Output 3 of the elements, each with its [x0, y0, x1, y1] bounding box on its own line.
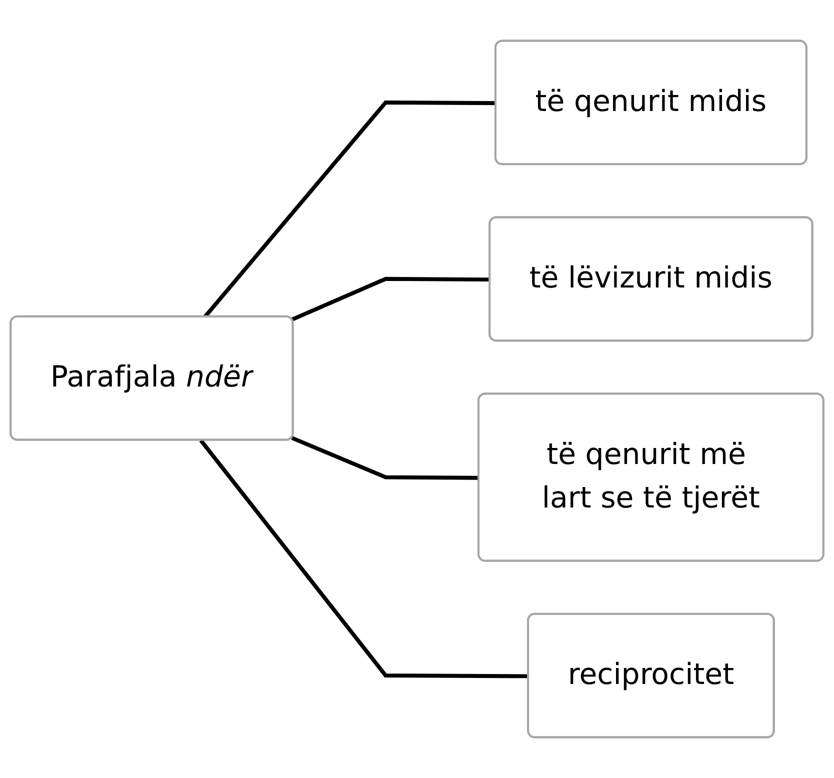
connector: [199, 439, 529, 678]
connector: [291, 436, 480, 480]
connector: [291, 276, 490, 322]
